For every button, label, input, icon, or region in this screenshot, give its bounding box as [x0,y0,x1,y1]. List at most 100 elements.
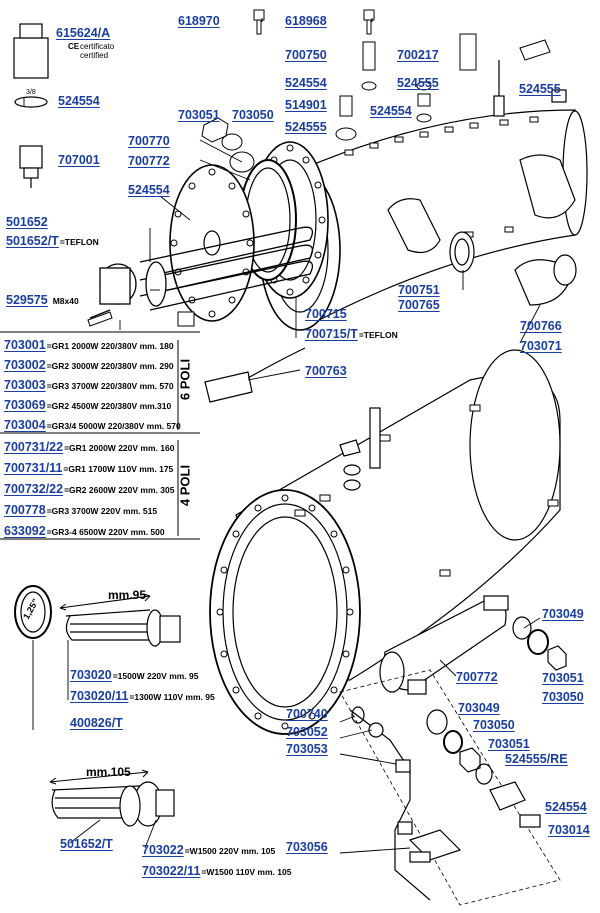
part-label-703050[interactable]: 703050 [542,690,584,704]
part-label-524555RE[interactable]: 524555/RE [505,752,568,766]
element-row-6p-5[interactable]: 703004=GR3/4 5000W 220/380V mm. 570 [4,418,181,433]
part-label-524555[interactable]: 524555 [519,82,561,96]
element-code: 700778 [4,503,46,517]
part-label-700740[interactable]: 700740 [286,707,328,721]
lower-boiler [209,349,561,735]
part-label-703020-11[interactable]: 703020/11=1300W 110V mm. 95 [70,689,215,704]
part-label-703020[interactable]: 703020=1500W 220V mm. 95 [70,668,198,683]
part-code-529575: 529575 [6,293,48,307]
element-code: 703003 [4,378,46,392]
element-row-6p-4[interactable]: 703069=GR2 4500W 220/380V mm.310 [4,398,171,413]
element-spec: =GR2 2600W 220V mm. 305 [64,485,175,495]
size-note-38: 3/8 [26,89,36,96]
heat-exchanger [379,595,509,695]
part-label-524554[interactable]: 524554 [285,76,327,90]
dimension-95: mm.95 [108,588,147,602]
group-label-6-poli: 6 POLI [177,358,193,401]
part-spec-703020-11: =1300W 110V mm. 95 [129,692,215,702]
element-flange [169,164,255,322]
part-label-700772[interactable]: 700772 [128,154,170,168]
element-spec: =GR2 3000W 220/380V mm. 290 [46,361,174,371]
part-label-501652T[interactable]: 501652/T=TEFLON [6,234,99,249]
piping [349,706,541,901]
teflon-suffix: =TEFLON [59,237,99,247]
part-label-501652[interactable]: 501652 [6,215,48,229]
element-row-4p-1[interactable]: 700731/22=GR1 2000W 220V mm. 160 [4,440,174,455]
element-spec: =GR1 2000W 220/380V mm. 180 [46,341,174,351]
part-label-524555[interactable]: 524555 [285,120,327,134]
part-label-703022[interactable]: 703022=W1500 220V mm. 105 [142,843,275,858]
ce-mark: CE [68,42,80,51]
element-spec: =GR3 3700W 220V mm. 515 [46,506,158,516]
part-label-514901[interactable]: 514901 [285,98,327,112]
part-label-400826T[interactable]: 400826/T [70,716,123,730]
part-label-524555[interactable]: 524555 [397,76,439,90]
dimension-lines [49,593,151,785]
part-label-524554[interactable]: 524554 [128,183,170,197]
element-row-4p-2[interactable]: 700731/11=GR1 1700W 110V mm. 175 [4,461,173,476]
part-label-703022-11[interactable]: 703022/11=W1500 110V mm. 105 [142,864,291,879]
part-label-700715[interactable]: 700715 [305,307,347,321]
element-code: 700731/11 [4,461,63,475]
part-label-700772[interactable]: 700772 [456,670,498,684]
element-spec: =GR3-4 6500W 220V mm. 500 [46,527,165,537]
part-spec-703022-11: =W1500 110V mm. 105 [201,867,292,877]
part-label-700763[interactable]: 700763 [305,364,347,378]
part-label-703053[interactable]: 703053 [286,742,328,756]
element-row-4p-3[interactable]: 700732/22=GR2 2600W 220V mm. 305 [4,482,174,497]
part-label-524554[interactable]: 524554 [545,800,587,814]
part-label-703051[interactable]: 703051 [178,108,220,122]
part-label-703049[interactable]: 703049 [458,701,500,715]
element-row-4p-5[interactable]: 633092=GR3-4 6500W 220V mm. 500 [4,524,165,539]
side-fittings [387,154,577,306]
part-label-618968[interactable]: 618968 [285,14,327,28]
part-code-700715T: 700715/T [305,327,358,341]
part-label-700751[interactable]: 700751 [398,283,440,297]
part-label-703014[interactable]: 703014 [548,823,590,837]
part-label-703049[interactable]: 703049 [542,607,584,621]
part-label-703050[interactable]: 703050 [232,108,274,122]
element-spec: =GR1 1700W 110V mm. 175 [63,464,174,474]
element-row-4p-4[interactable]: 700778=GR3 3700W 220V mm. 515 [4,503,157,518]
part-label-700217[interactable]: 700217 [397,48,439,62]
part-spec-703022: =W1500 220V mm. 105 [184,846,276,856]
element-spec: =GR2 4500W 220/380V mm.310 [46,401,172,411]
part-label-707001[interactable]: 707001 [58,153,100,167]
part-spec-703020: =1500W 220V mm. 95 [112,671,199,681]
part-code-703022-11: 703022/11 [142,864,201,878]
element-code: 633092 [4,524,46,538]
element-row-6p-2[interactable]: 703002=GR2 3000W 220/380V mm. 290 [4,358,174,373]
dimension-105: mm.105 [86,765,131,779]
part-label-501652T[interactable]: 501652/T [60,837,113,851]
part-label-524554[interactable]: 524554 [370,104,412,118]
element-code: 703002 [4,358,46,372]
part-label-700750[interactable]: 700750 [285,48,327,62]
element-row-6p-3[interactable]: 703003=GR3 3700W 220/380V mm. 570 [4,378,174,393]
part-label-700770[interactable]: 700770 [128,134,170,148]
part-label-700765[interactable]: 700765 [398,298,440,312]
part-label-618970[interactable]: 618970 [178,14,220,28]
element-spec: =GR3 3700W 220/380V mm. 570 [46,381,174,391]
part-label-703071[interactable]: 703071 [520,339,562,353]
group-label-4-poli: 4 POLI [177,464,193,507]
part-label-703051[interactable]: 703051 [488,737,530,751]
part-label-700766[interactable]: 700766 [520,319,562,333]
element-code: 703001 [4,338,46,352]
small-fittings-top [201,9,551,173]
part-label-524554[interactable]: 524554 [58,94,100,108]
element-code: 703004 [4,418,46,432]
part-label-703056[interactable]: 703056 [286,840,328,854]
part-label-615624A[interactable]: 615624/A [56,26,111,40]
part-code-703022: 703022 [142,843,184,857]
part-label-703050[interactable]: 703050 [473,718,515,732]
certified-text: certified [80,51,109,60]
right-nuts [512,616,567,671]
part-label-703052[interactable]: 703052 [286,725,328,739]
element-row-6p-1[interactable]: 703001=GR1 2000W 220/380V mm. 180 [4,338,174,353]
part-label-700715T[interactable]: 700715/T=TEFLON [305,327,398,342]
part-label-703051[interactable]: 703051 [542,671,584,685]
heating-element-95 [14,585,181,647]
